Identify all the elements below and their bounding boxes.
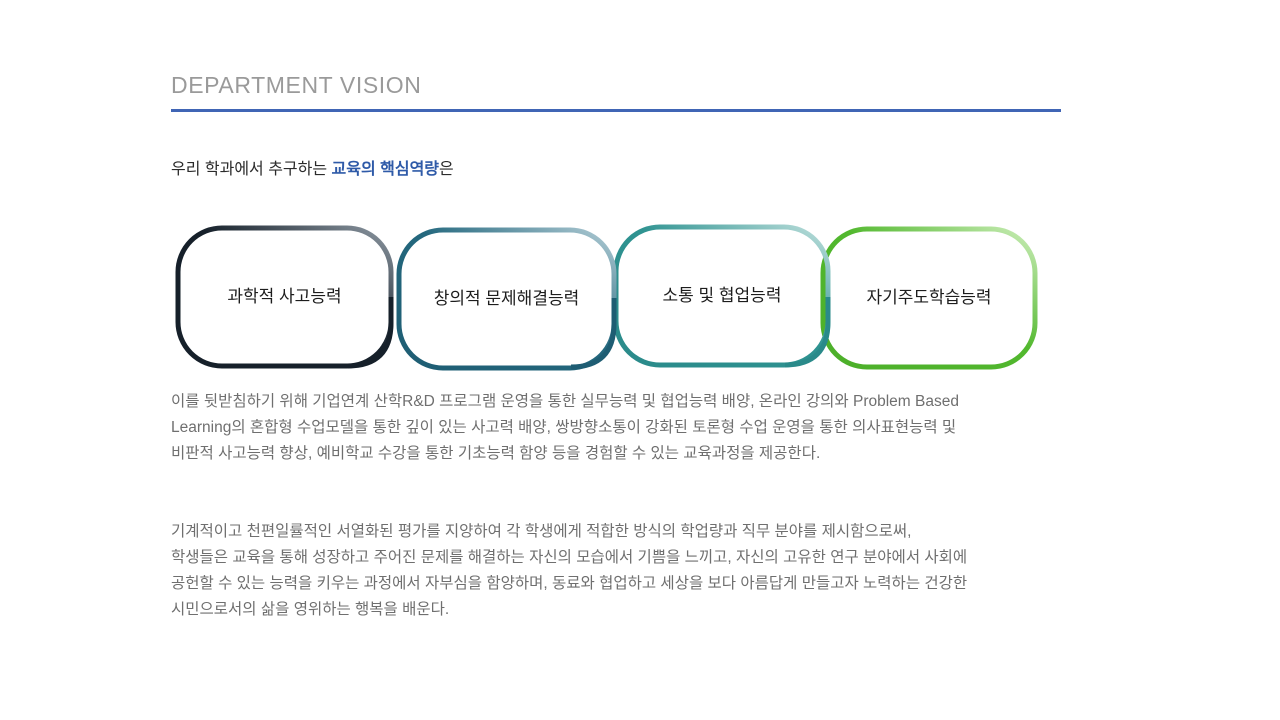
intro-accent: 교육의 핵심역량 <box>331 161 440 178</box>
header-divider <box>171 109 1061 112</box>
intro-line: 우리 학과에서 추구하는 교육의 핵심역량은 <box>171 158 454 182</box>
page-header: DEPARTMENT VISION <box>171 70 1061 112</box>
competency-label-3: 소통 및 협업능력 <box>662 286 782 305</box>
competency-label-1: 과학적 사고능력 <box>227 287 342 306</box>
body-paragraph-2: 기계적이고 천편일률적인 서열화된 평가를 지양하여 각 학생에게 적합한 방식… <box>171 523 968 618</box>
competency-label-4: 자기주도학습능력 <box>866 288 992 307</box>
competency-label-2: 창의적 문제해결능력 <box>433 289 580 308</box>
page-title: DEPARTMENT VISION <box>171 72 422 98</box>
capsule-seam-3 <box>784 297 831 368</box>
intro-suffix: 은 <box>439 161 454 178</box>
body-paragraph-1: 이를 뒷받침하기 위해 기업연계 산학R&D 프로그램 운영을 통한 실무능력 … <box>171 393 959 462</box>
intro-prefix: 우리 학과에서 추구하는 <box>171 161 332 178</box>
